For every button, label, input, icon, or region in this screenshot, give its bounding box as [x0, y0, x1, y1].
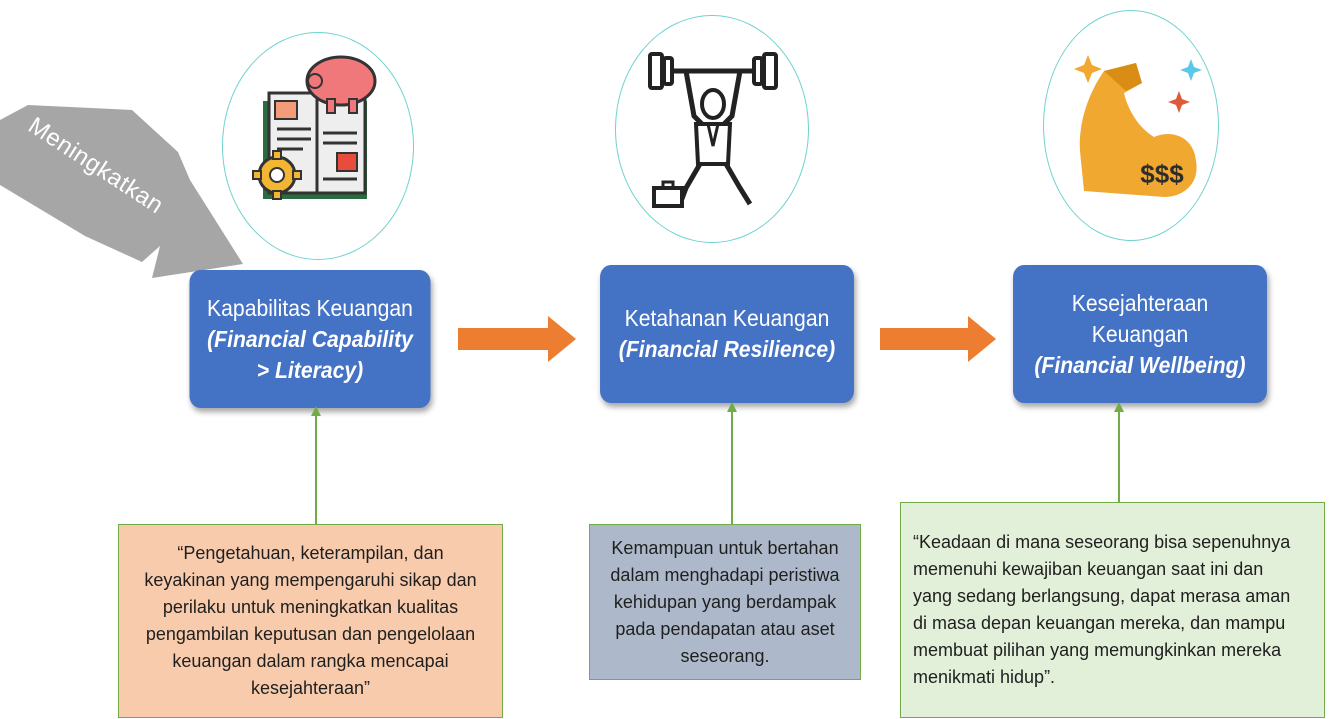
note-wellbeing: “Keadaan di mana seseorang bisa sepenuhn…	[900, 502, 1325, 718]
resilience-icon-circle	[615, 15, 809, 243]
arrow-resilience-to-wellbeing	[880, 316, 996, 362]
note-resilience: Kemampuan untuk bertahan dalam menghadap…	[589, 524, 861, 680]
note-capability: “Pengetahuan, keterampilan, dan keyakina…	[118, 524, 503, 718]
increase-arrow	[0, 105, 243, 278]
note-resilience-line: pada pendapatan atau aset	[615, 618, 835, 639]
note-capability-line: kesejahteraan”	[250, 678, 371, 698]
note-wellbeing-line: memenuhi kewajiban keuangan saat ini dan	[913, 559, 1264, 579]
stage-capability-subtitle-1: (Financial Capability	[207, 325, 413, 352]
stage-capability-title: Kapabilitas Keuangan	[207, 294, 413, 321]
note-capability-line: keyakinan yang mempengaruhi sikap dan	[144, 570, 477, 590]
note-capability-line: keuangan dalam rangka mencapai	[172, 651, 449, 671]
arrow-capability-to-resilience	[458, 316, 576, 362]
stage-wellbeing-title-1: Kesejahteraan	[1071, 289, 1209, 316]
note-capability-line: “Pengetahuan, keterampilan, dan	[177, 543, 444, 563]
stage-resilience-subtitle: (Financial Resilience)	[618, 336, 836, 362]
note-resilience-line: dalam menghadapi peristiwa	[610, 564, 840, 585]
connector-wellbeing	[1114, 402, 1124, 502]
note-resilience-line: kehidupan yang berdampak	[613, 591, 837, 612]
weightlifter-icon	[648, 52, 778, 208]
money-signs: $$$	[1140, 159, 1184, 189]
stage-wellbeing: Kesejahteraan Keuangan (Financial Wellbe…	[1013, 265, 1267, 403]
stage-wellbeing-subtitle: (Financial Wellbeing)	[1034, 351, 1246, 378]
flexed-arm-money-icon: $$$	[1074, 55, 1202, 197]
stage-resilience: Ketahanan Keuangan (Financial Resilience…	[600, 265, 854, 403]
stage-capability: Kapabilitas Keuangan (Financial Capabili…	[189, 270, 431, 408]
wellbeing-icon-circle: $$$	[1043, 10, 1219, 241]
connector-capability	[311, 406, 321, 526]
connector-resilience	[727, 402, 737, 524]
stage-resilience-title: Ketahanan Keuangan	[624, 305, 830, 331]
stage-capability-subtitle-2: > Literacy)	[256, 356, 364, 383]
note-wellbeing-line: membuat pilihan yang memungkinkan mereka	[913, 640, 1282, 660]
note-wellbeing-line: di masa depan keuangan mereka, dan mampu	[913, 613, 1286, 633]
note-capability-line: perilaku untuk meningkatkan kualitas	[162, 597, 459, 617]
note-wellbeing-line: “Keadaan di mana seseorang bisa sepenuhn…	[913, 532, 1291, 552]
note-capability-line: pengambilan keputusan dan pengelolaan	[145, 624, 476, 644]
note-wellbeing-line: yang sedang berlangsung, dapat merasa am…	[913, 586, 1291, 606]
note-resilience-line: seseorang.	[680, 645, 770, 666]
capability-icon-circle	[222, 32, 414, 260]
finance-book-piggy-gear-icon	[252, 55, 377, 200]
note-resilience-line: Kemampuan untuk bertahan	[611, 537, 839, 558]
note-wellbeing-line: menikmati hidup”.	[913, 667, 1056, 687]
stage-wellbeing-title-2: Keuangan	[1091, 320, 1189, 347]
